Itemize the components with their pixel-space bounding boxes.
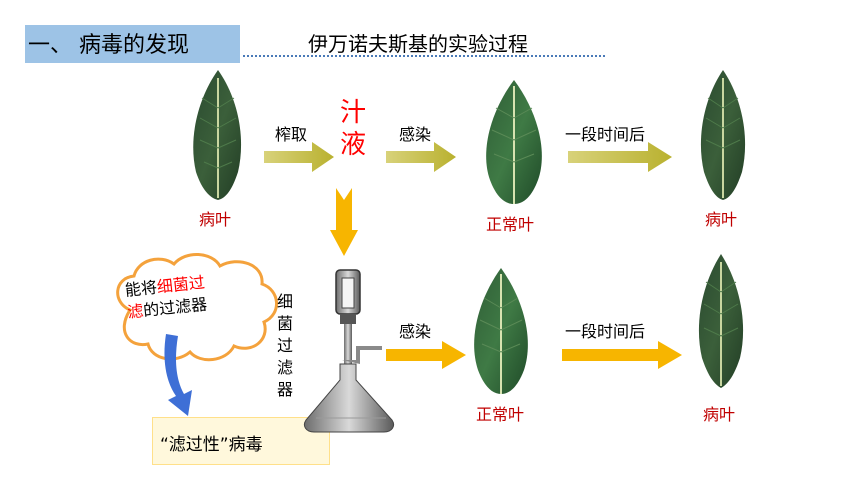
infect-label-1: 感染 [399, 125, 432, 144]
callout-part-4: 的过滤器 [142, 294, 208, 321]
filter-char-5: 器 [276, 380, 293, 399]
after-time-label-1: 一段时间后 [565, 125, 646, 144]
healthy-leaf-1-image [486, 80, 542, 204]
page-subtitle: 伊万诺夫斯基的实验过程 [308, 32, 528, 56]
arrow-right-icon [264, 142, 334, 172]
curved-arrow-icon [164, 334, 192, 416]
healthy-leaf-1-label: 正常叶 [486, 215, 535, 234]
diseased-leaf-2-image [700, 70, 746, 200]
arrow-right-icon [568, 142, 672, 172]
arrow-right-icon [562, 341, 682, 369]
filter-char-2: 菌 [276, 314, 293, 333]
diseased-leaf-3-image [698, 254, 744, 388]
dotted-underline [243, 55, 605, 57]
callout-part-3: 滤 [126, 301, 145, 322]
arrow-down-icon [330, 188, 358, 256]
infect-label-2: 感染 [399, 322, 432, 341]
section-title: 一、 病毒的发现 [28, 33, 189, 58]
diseased-leaf-2-label: 病叶 [705, 210, 738, 229]
diseased-leaf-1-label: 病叶 [199, 210, 232, 229]
diseased-leaf-1-image [193, 70, 242, 200]
after-time-label-2: 一段时间后 [565, 322, 646, 341]
filter-vertical-label: 细 菌 过 滤 器 [276, 291, 294, 401]
filter-char-1: 细 [276, 292, 293, 311]
juice-char-1: 汁 [340, 98, 367, 128]
callout-cloud [116, 253, 278, 362]
healthy-leaf-2-label: 正常叶 [476, 405, 525, 424]
callout-text: 能将细菌过 滤的过滤器 [124, 272, 208, 324]
juice-char-2: 液 [340, 130, 367, 160]
arrow-right-icon [386, 341, 466, 369]
squeeze-label: 榨取 [275, 125, 308, 144]
callout-part-2: 细菌过 [155, 272, 206, 297]
result-text: “滤过性”病毒 [160, 435, 263, 455]
diseased-leaf-3-label: 病叶 [703, 405, 736, 424]
section-badge [25, 25, 240, 63]
arrow-right-icon [386, 142, 456, 172]
callout-part-1: 能将 [124, 277, 158, 300]
healthy-leaf-2-image [474, 268, 528, 394]
filter-char-3: 过 [276, 336, 293, 355]
result-box [152, 417, 330, 465]
filter-char-4: 滤 [276, 358, 293, 377]
bacterial-filter-flask-image [303, 269, 395, 433]
